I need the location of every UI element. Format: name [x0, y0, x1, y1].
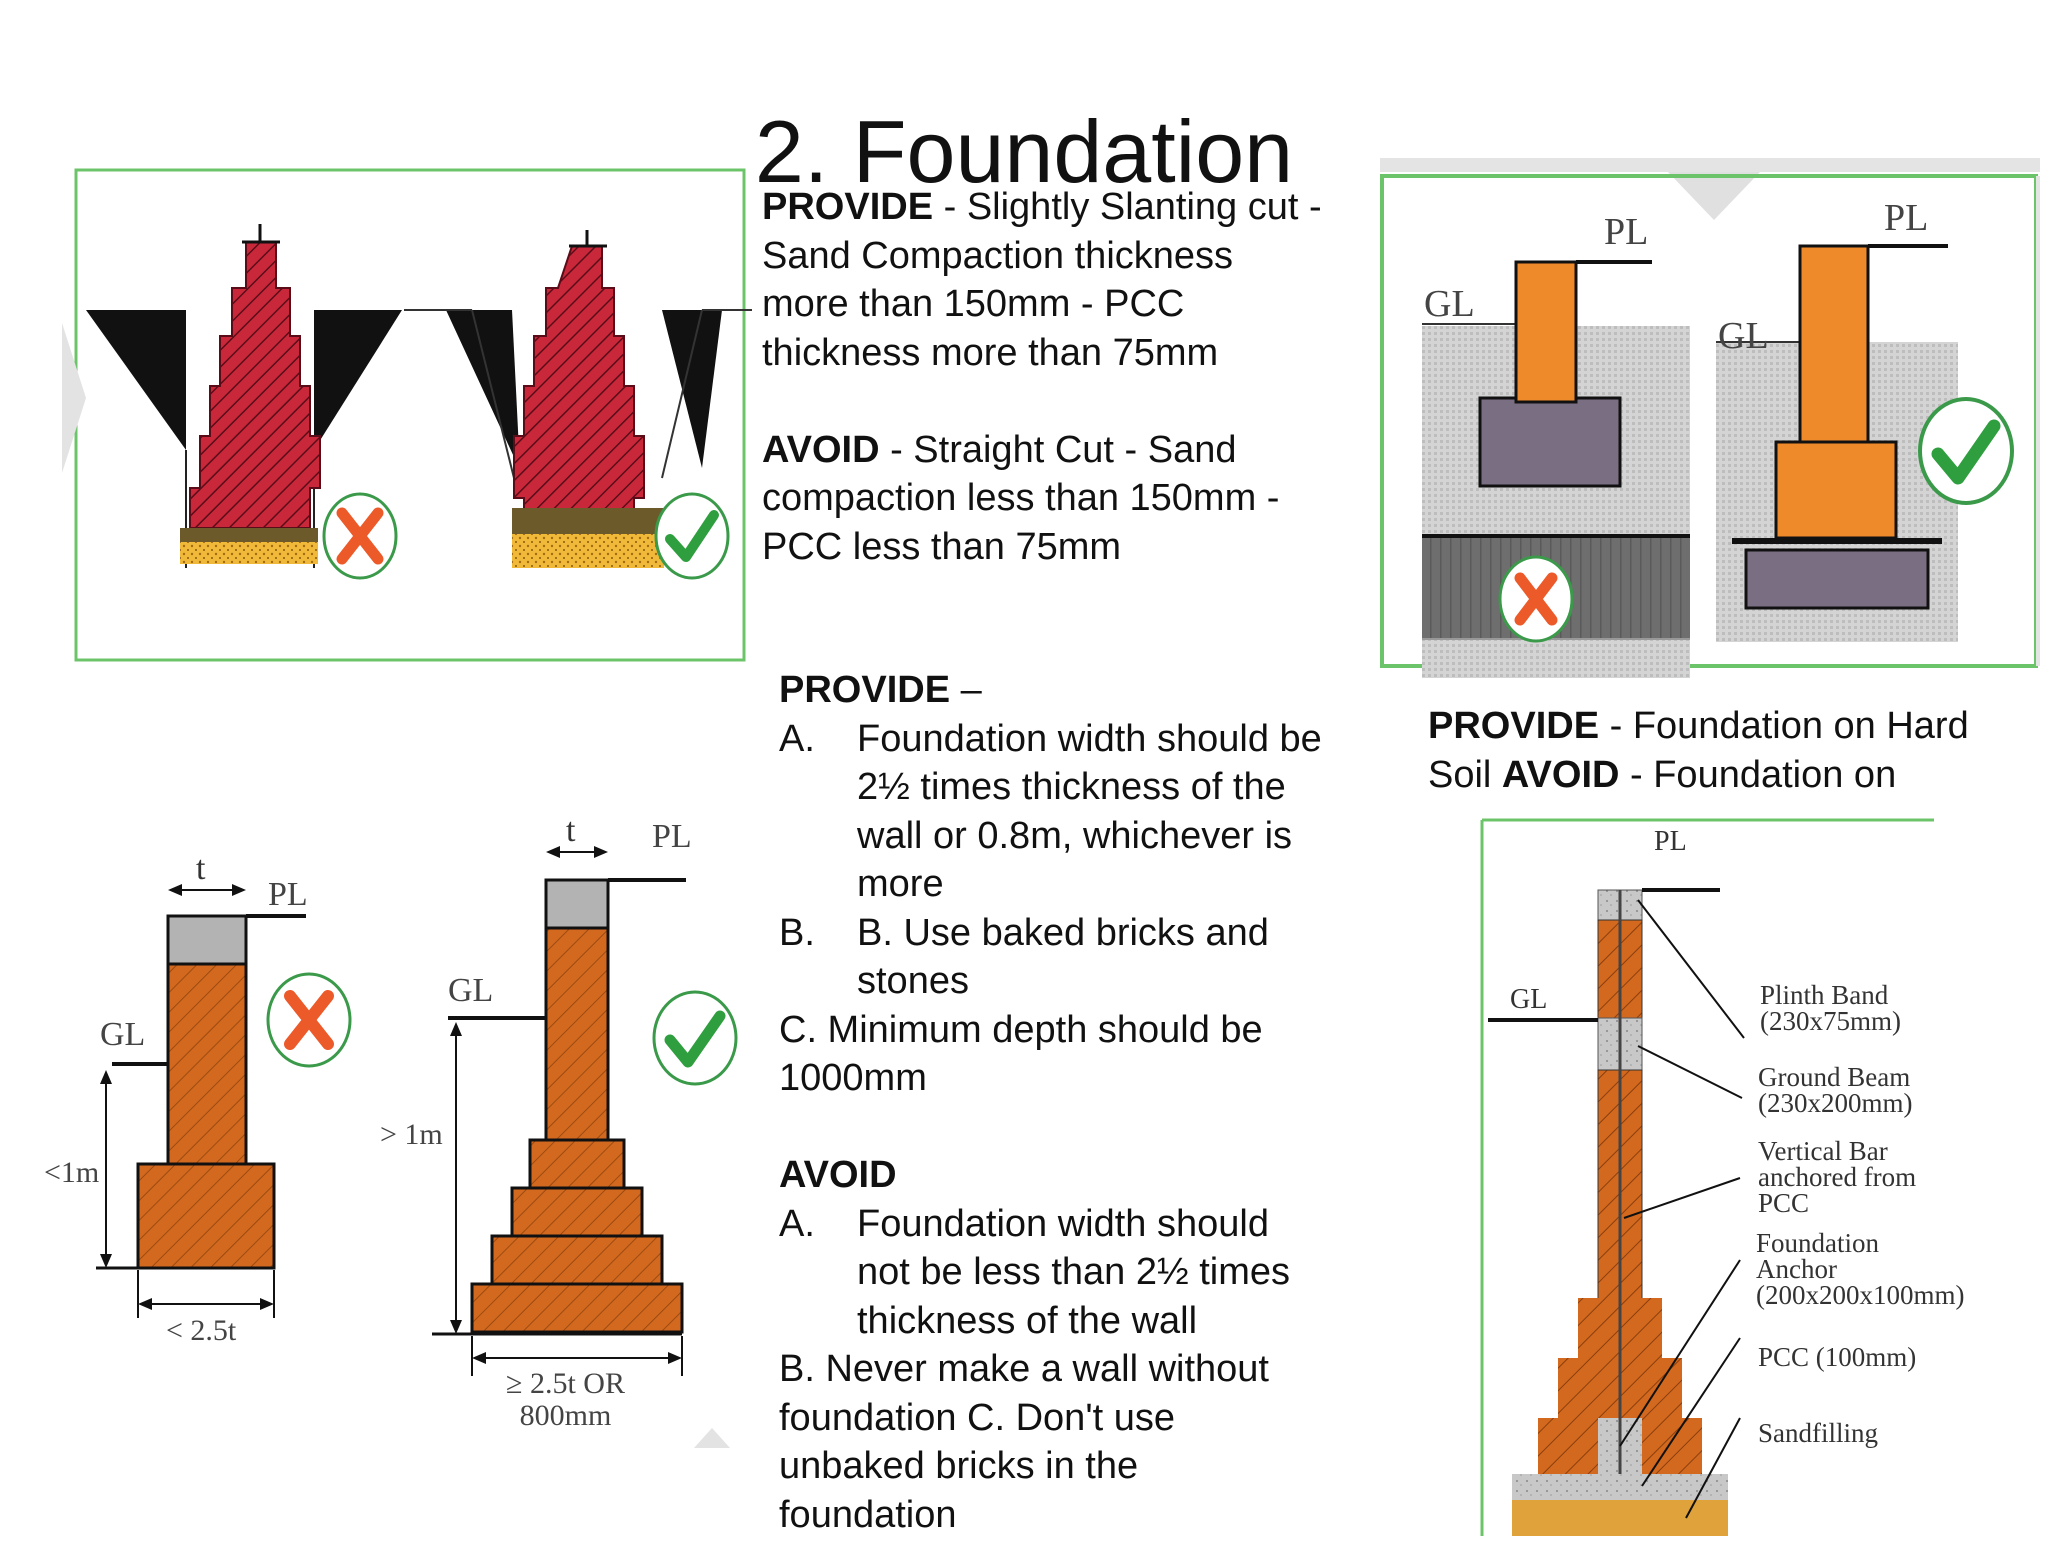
list-text: Foundation width should be 2½ times thic… [857, 717, 1322, 906]
text-block-trench: PROVIDE - Slightly Slanting cut - Sand C… [762, 183, 1322, 571]
foundation-section-figure: PL GL Plinth Band (230x75mm) Ground Beam… [1474, 818, 2034, 1536]
avoid-rest-text: B. Never make a wall without foundation … [779, 1348, 1269, 1536]
text-block-width: PROVIDE – A. Foundation width should be 2… [779, 666, 1324, 1539]
avoid-text: - Foundation on [1619, 753, 1897, 796]
avoid-text: - Straight Cut - Sand compaction less th… [762, 428, 1280, 568]
cross-icon [322, 492, 398, 580]
depth-label-avoid: <1m [44, 1156, 100, 1189]
ground-beam-line1: Ground Beam [1758, 1062, 1911, 1092]
depth-label-provide: > 1m [380, 1118, 443, 1151]
check-icon [654, 492, 730, 580]
thickness-label-left: t [196, 850, 206, 887]
provide-text: - Slightly Slanting cut - Sand Compactio… [762, 186, 1322, 374]
check-icon [652, 990, 738, 1086]
list-item: A. Foundation width should not be less th… [779, 1200, 1324, 1346]
foundation-anchor-line2: Anchor [1756, 1254, 1837, 1284]
avoid-label: AVOID [762, 428, 880, 471]
pl-label-left: PL [1604, 211, 1649, 253]
width-label-avoid: < 2.5t [166, 1314, 237, 1347]
foundation-anchor-line3: (200x200x100mm) [1756, 1280, 1965, 1310]
list-marker: B. [779, 911, 815, 954]
provide-heading: PROVIDE – [779, 666, 1324, 715]
text-block-soil: PROVIDE - Foundation on Hard Soil AVOID … [1428, 702, 1998, 799]
vertical-bar-label: Vertical Bar anchored from PCC [1758, 1136, 1917, 1218]
avoid-heading: AVOID [779, 1151, 1324, 1200]
hard-soil-figure: PL PL GL GL [1380, 158, 2040, 706]
provide-suffix: – [950, 669, 982, 711]
avoid-paragraph: AVOID - Straight Cut - Sand compaction l… [762, 426, 1322, 572]
plinth-band-label: Plinth Band (230x75mm) [1760, 980, 1901, 1036]
provide-label: PROVIDE [1428, 705, 1600, 747]
list-item: A. Foundation width should be 2½ times th… [779, 715, 1324, 909]
provide-text: - Foundation on Hard Soil [1428, 705, 1969, 796]
ground-beam-line2: (230x200mm) [1758, 1088, 1913, 1118]
trench-cut-figure [62, 168, 754, 668]
list-marker: A. [779, 717, 815, 760]
provide-label: PROVIDE [779, 669, 951, 711]
width-label-provide-line1: ≥ 2.5t OR [506, 1367, 625, 1400]
pcc-label: PCC (100mm) [1758, 1342, 1917, 1372]
width-label-provide-line2: 800mm [519, 1399, 612, 1432]
provide-c-text: C. Minimum depth should be 1000mm [779, 1008, 1263, 1100]
list-text: B. Use baked bricks and stones [857, 911, 1269, 1003]
gl-label-right: GL [1718, 315, 1769, 357]
vertical-bar-line3: PCC [1758, 1188, 1810, 1218]
sandfilling-label: Sandfilling [1758, 1418, 1878, 1448]
gl-label-left: GL [100, 1016, 146, 1053]
gl-label: GL [1510, 984, 1548, 1015]
list-item: B. B. Use baked bricks and stones [779, 909, 1324, 1006]
gl-label-left: GL [1424, 283, 1475, 325]
cross-icon [1498, 555, 1574, 643]
plinth-band-line2: (230x75mm) [1760, 1006, 1901, 1036]
avoid-label: AVOID [1501, 753, 1620, 796]
gl-label-right: GL [448, 972, 494, 1009]
pl-label-right: PL [1884, 197, 1929, 239]
vertical-bar-line2: anchored from [1758, 1162, 1917, 1192]
ground-beam-label: Ground Beam (230x200mm) [1758, 1062, 1913, 1118]
foundation-anchor-line1: Foundation [1756, 1228, 1880, 1258]
plinth-band-line1: Plinth Band [1760, 980, 1889, 1010]
pl-label-right: PL [652, 818, 692, 855]
thickness-label-right: t [566, 812, 576, 849]
width-label-provide: ≥ 2.5t OR 800mm [506, 1368, 625, 1432]
pl-label: PL [1654, 826, 1687, 857]
list-marker: A. [779, 1202, 815, 1245]
cross-icon [266, 972, 352, 1068]
check-icon [1918, 397, 2014, 505]
pl-label-left: PL [268, 876, 308, 913]
list-text: Foundation width should not be less than… [857, 1202, 1291, 1342]
foundation-width-figure: t PL GL <1m < 2.5t t PL GL > 1m ≥ 2.5t O… [36, 808, 748, 1448]
vertical-bar-line1: Vertical Bar [1758, 1136, 1888, 1166]
provide-paragraph: PROVIDE - Slightly Slanting cut - Sand C… [762, 183, 1322, 377]
foundation-anchor-label: Foundation Anchor (200x200x100mm) [1756, 1228, 1965, 1310]
provide-label: PROVIDE [762, 186, 934, 228]
avoid-label: AVOID [779, 1154, 897, 1196]
page-title: 2. Foundation [754, 101, 1294, 201]
